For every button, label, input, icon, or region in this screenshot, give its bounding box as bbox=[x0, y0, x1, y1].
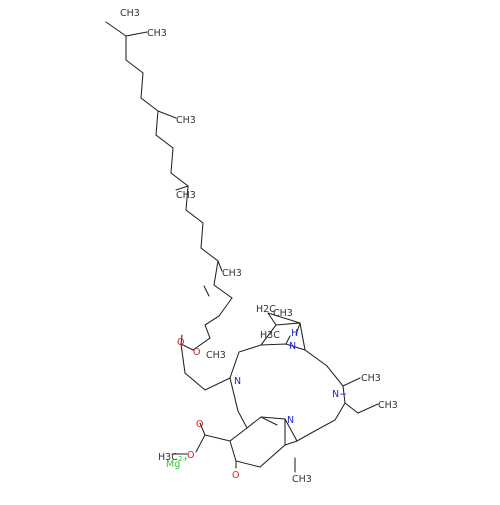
label-ch3-methoxy: H3C bbox=[158, 452, 178, 463]
tail-chain-2 bbox=[192, 297, 233, 351]
label-n-bottom: N bbox=[287, 415, 294, 426]
ester-methoxy bbox=[195, 434, 206, 453]
ester-bottom bbox=[204, 434, 231, 442]
label-n-upper: N bbox=[289, 341, 296, 352]
atom-labels: CH3 CH3 CH3 CH3 CH3 O O CH3 H3C H2C CH3 … bbox=[120, 8, 398, 485]
tail-chain-1 bbox=[125, 35, 233, 299]
ethyl-group bbox=[344, 402, 379, 414]
label-o-ester-bottom: O bbox=[196, 419, 203, 430]
label-o-ester: O bbox=[193, 347, 200, 358]
methyl-branch-3 bbox=[217, 260, 223, 272]
ring-upper-pyrrole bbox=[260, 322, 306, 351]
label-h-upper: H bbox=[291, 328, 298, 339]
methyl-branch-2 bbox=[175, 185, 189, 191]
label-h2c-vinyl: H2C bbox=[256, 304, 276, 315]
ester-carbonyl bbox=[199, 422, 206, 436]
chain-propanoate-2 bbox=[184, 372, 206, 391]
label-ch3-branch-3: CH3 bbox=[222, 268, 242, 279]
macrocycle bbox=[171, 312, 379, 473]
ring-outer-top bbox=[229, 343, 346, 442]
label-n-left: N bbox=[234, 376, 241, 387]
ring-lower-inner-2 bbox=[284, 440, 298, 446]
methyl-upper bbox=[295, 322, 301, 336]
inner-nh-bond bbox=[285, 335, 291, 345]
phytyl-chain bbox=[105, 21, 233, 391]
vinyl-bond-2 bbox=[267, 312, 301, 324]
label-ch3-isopropyl: CH3 bbox=[147, 28, 167, 39]
label-ch3-ethyl: CH3 bbox=[378, 400, 398, 411]
label-mg: Mg bbox=[166, 459, 180, 470]
ester-bond-1 bbox=[180, 343, 194, 351]
label-ch3-branch-1: CH3 bbox=[176, 115, 196, 126]
carbonyl-1 bbox=[180, 334, 183, 345]
label-o-methoxy: O bbox=[187, 450, 194, 461]
ring-lower-inner bbox=[260, 416, 278, 426]
label-o-ketone: O bbox=[232, 470, 239, 481]
label-ch3-branch-2: CH3 bbox=[176, 190, 196, 201]
chain-propanoate-3 bbox=[204, 377, 231, 391]
label-ch3-top: CH3 bbox=[120, 8, 140, 19]
label-ch3-bottom: CH3 bbox=[292, 474, 312, 485]
methyl-right bbox=[342, 377, 361, 387]
ring-left-side bbox=[229, 377, 262, 429]
label-ch3-upper: CH3 bbox=[273, 308, 293, 319]
label-o-carbonyl: O bbox=[177, 337, 184, 348]
label-n-right: N− bbox=[332, 389, 347, 400]
label-ch3-ring-top: CH3 bbox=[206, 350, 226, 361]
isopropyl-top bbox=[105, 21, 148, 37]
label-h3c-vinyl: H3C bbox=[260, 330, 280, 341]
vinyl-bond bbox=[267, 312, 277, 326]
chain-propanoate bbox=[180, 343, 186, 374]
methyl-branch-1 bbox=[157, 110, 177, 119]
label-ch3-right: CH3 bbox=[361, 373, 381, 384]
double-bond-alkene bbox=[203, 285, 210, 297]
label-mg-charge: 2+ bbox=[178, 455, 188, 463]
